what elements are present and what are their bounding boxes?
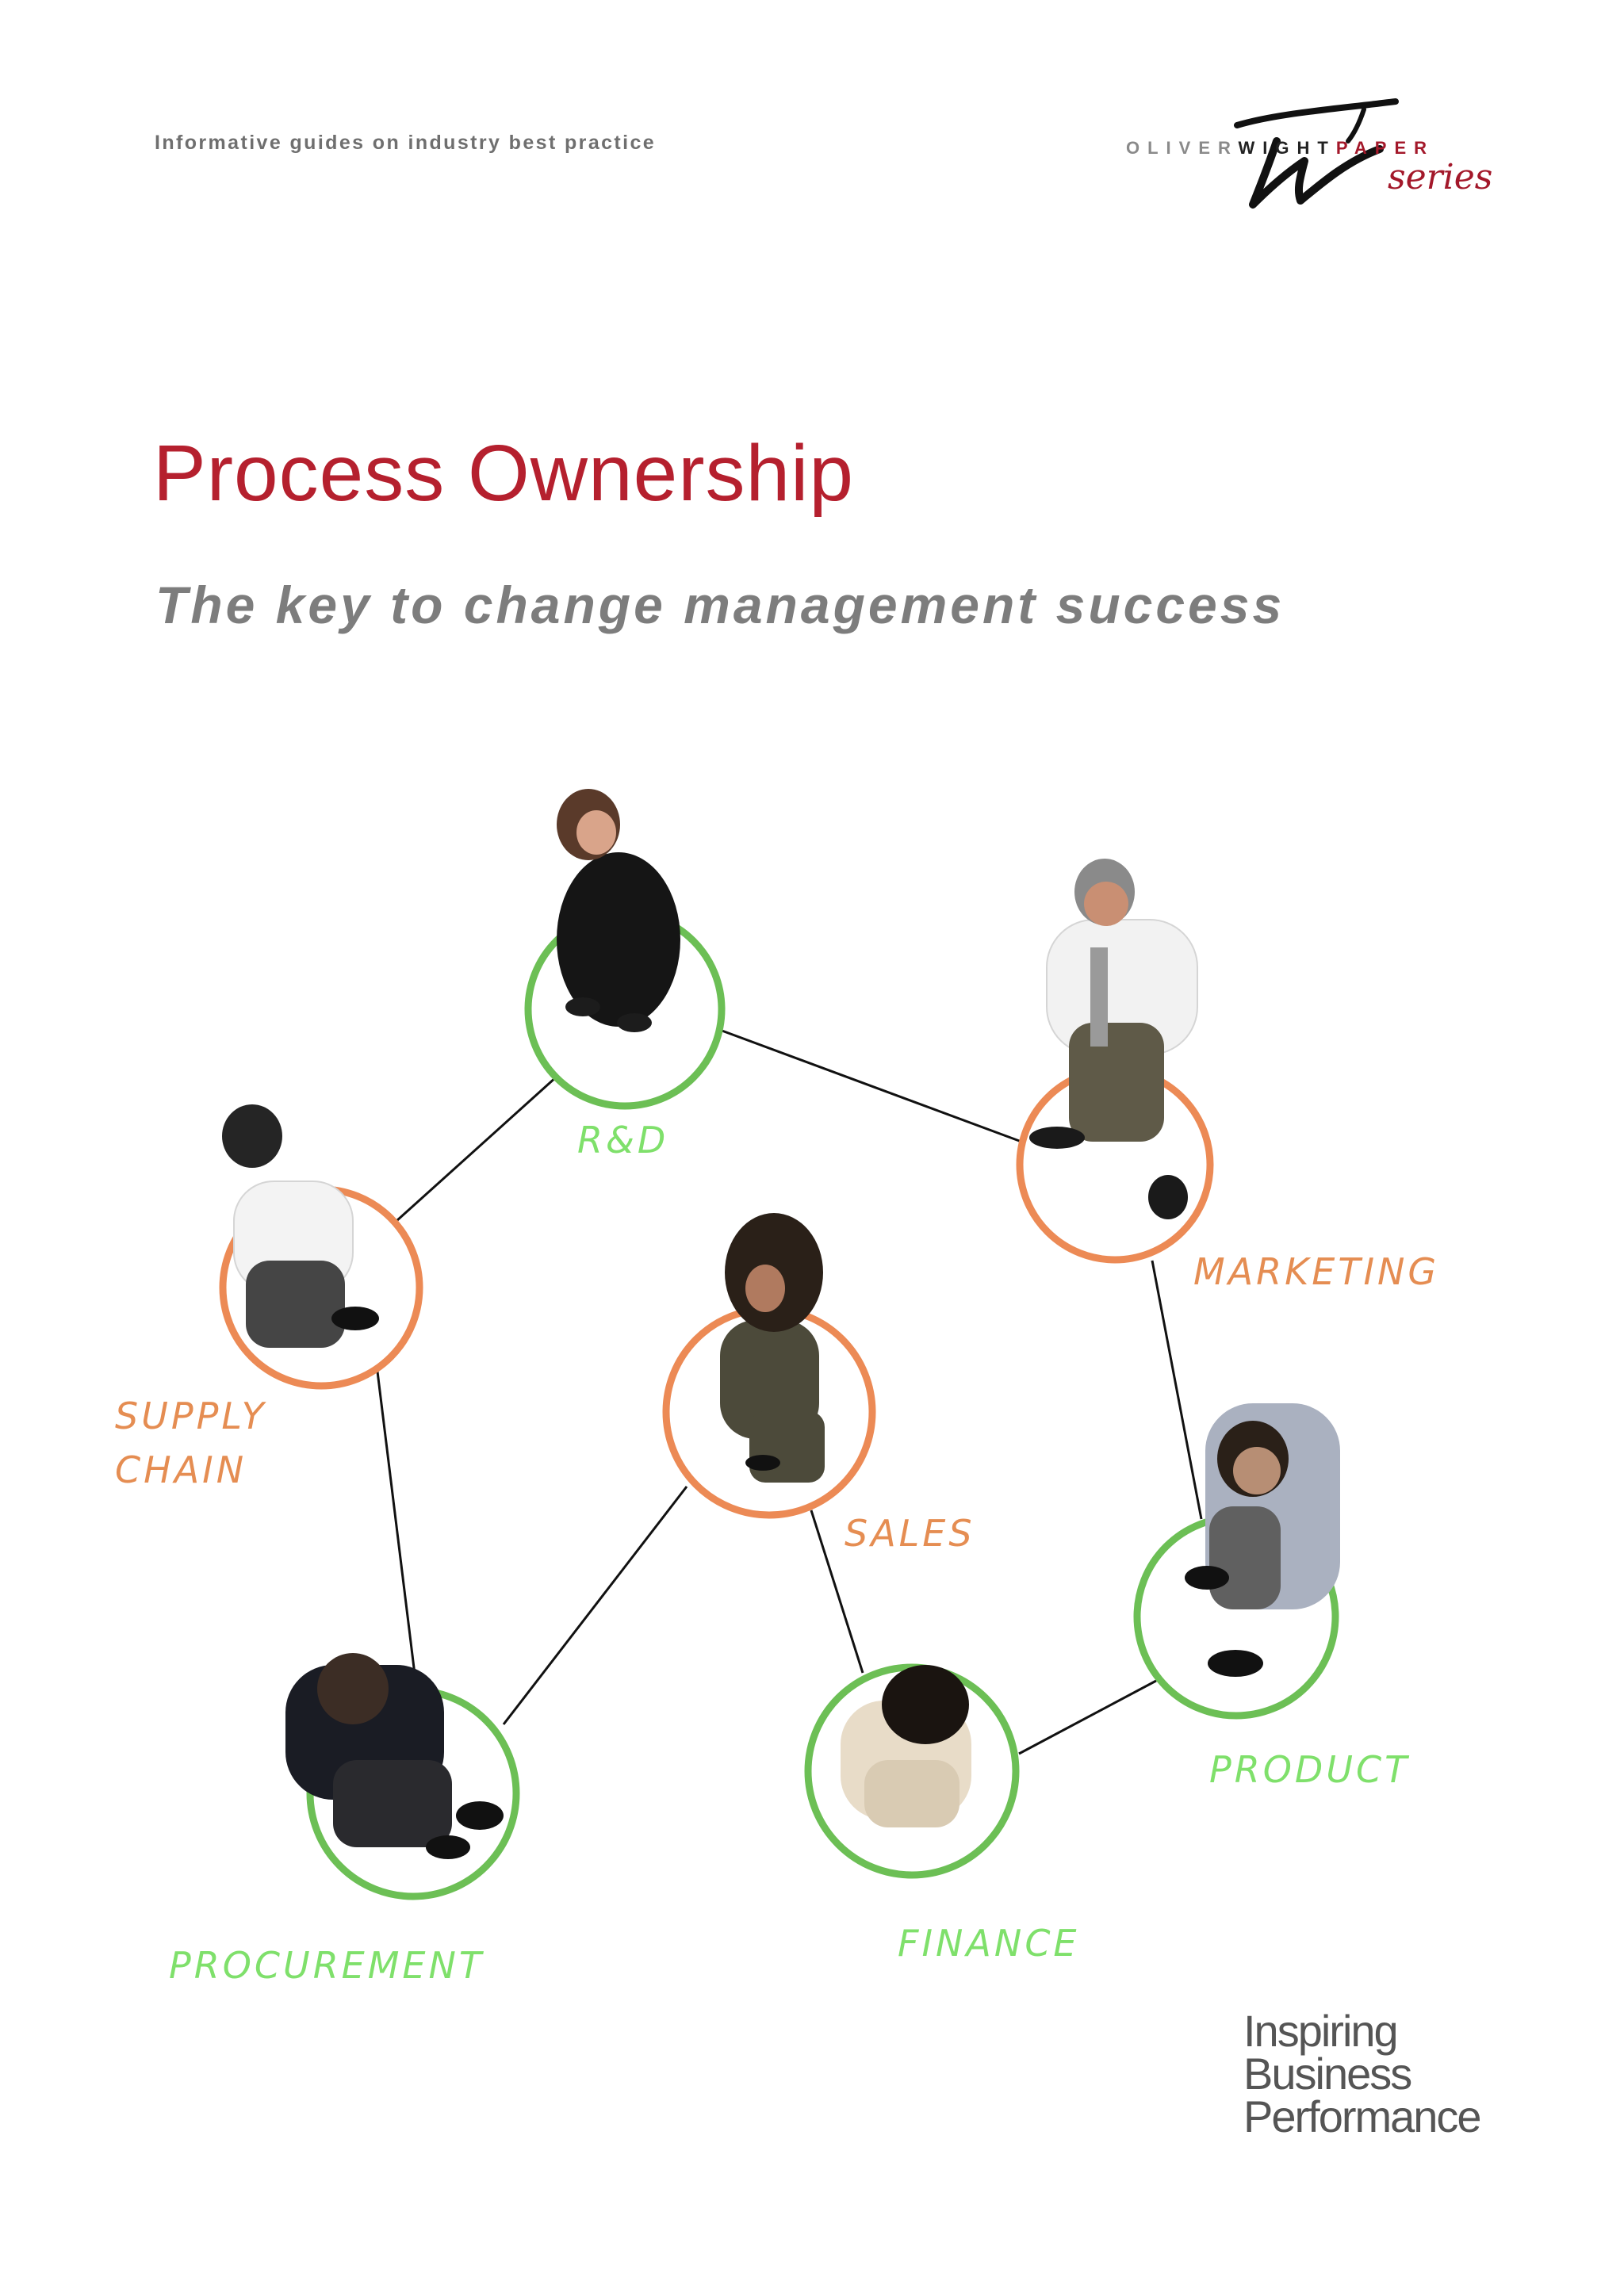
person-rd-figure xyxy=(557,789,680,1032)
oliver-wight-signature-mark xyxy=(1234,98,1399,209)
label-finance: FINANCE xyxy=(898,1922,1080,1965)
oliver-wight-logo: OLIVERWIGHTPAPER series xyxy=(1126,94,1493,220)
person-finance-figure xyxy=(841,1665,971,1827)
connection-marketing-product xyxy=(1151,1260,1203,1520)
logo-wordmark: OLIVERWIGHTPAPER xyxy=(1126,138,1434,159)
person-marketing-figure xyxy=(1029,859,1198,1219)
brand-tagline-line3: Performance xyxy=(1243,2091,1482,2141)
connection-rd-supply-chain xyxy=(395,1075,558,1223)
label-rd: R&D xyxy=(577,1119,669,1161)
label-supply-chain-line1: SUPPLY xyxy=(115,1395,267,1437)
brand-tagline: Inspiring Business Performance xyxy=(1243,2006,1482,2141)
person-procurement-figure xyxy=(285,1653,504,1859)
connection-procurement-sales xyxy=(502,1486,688,1725)
label-supply-chain-line2: CHAIN xyxy=(115,1448,247,1491)
brand-tagline-line1: Inspiring xyxy=(1243,2006,1399,2056)
logo-oliver-text: OLIVER xyxy=(1126,138,1239,158)
logo-wight-text: WIGHT xyxy=(1238,138,1336,158)
page-title: Process Ownership xyxy=(153,429,854,518)
logo-paper-text: PAPER xyxy=(1335,138,1435,158)
label-procurement: PROCUREMENT xyxy=(169,1944,485,1987)
connection-sales-finance xyxy=(810,1510,864,1674)
label-marketing: MARKETING xyxy=(1193,1250,1440,1293)
label-supply-chain: SUPPLY CHAIN xyxy=(115,1389,267,1497)
person-product-figure xyxy=(1185,1403,1340,1677)
connection-finance-product xyxy=(1018,1679,1157,1755)
person-sales-figure xyxy=(720,1213,825,1483)
person-supply-chain-figure xyxy=(222,1104,379,1348)
label-product: PRODUCT xyxy=(1209,1748,1411,1791)
header-tagline: Informative guides on industry best prac… xyxy=(155,132,657,154)
logo-series-text: series xyxy=(1388,157,1493,197)
brand-tagline-line2: Business xyxy=(1243,2049,1412,2099)
connection-supply-chain-procurement xyxy=(376,1371,418,1688)
page-subtitle: The key to change management success xyxy=(155,576,1285,634)
label-sales: SALES xyxy=(845,1512,975,1555)
connection-rd-marketing xyxy=(717,1027,1022,1143)
